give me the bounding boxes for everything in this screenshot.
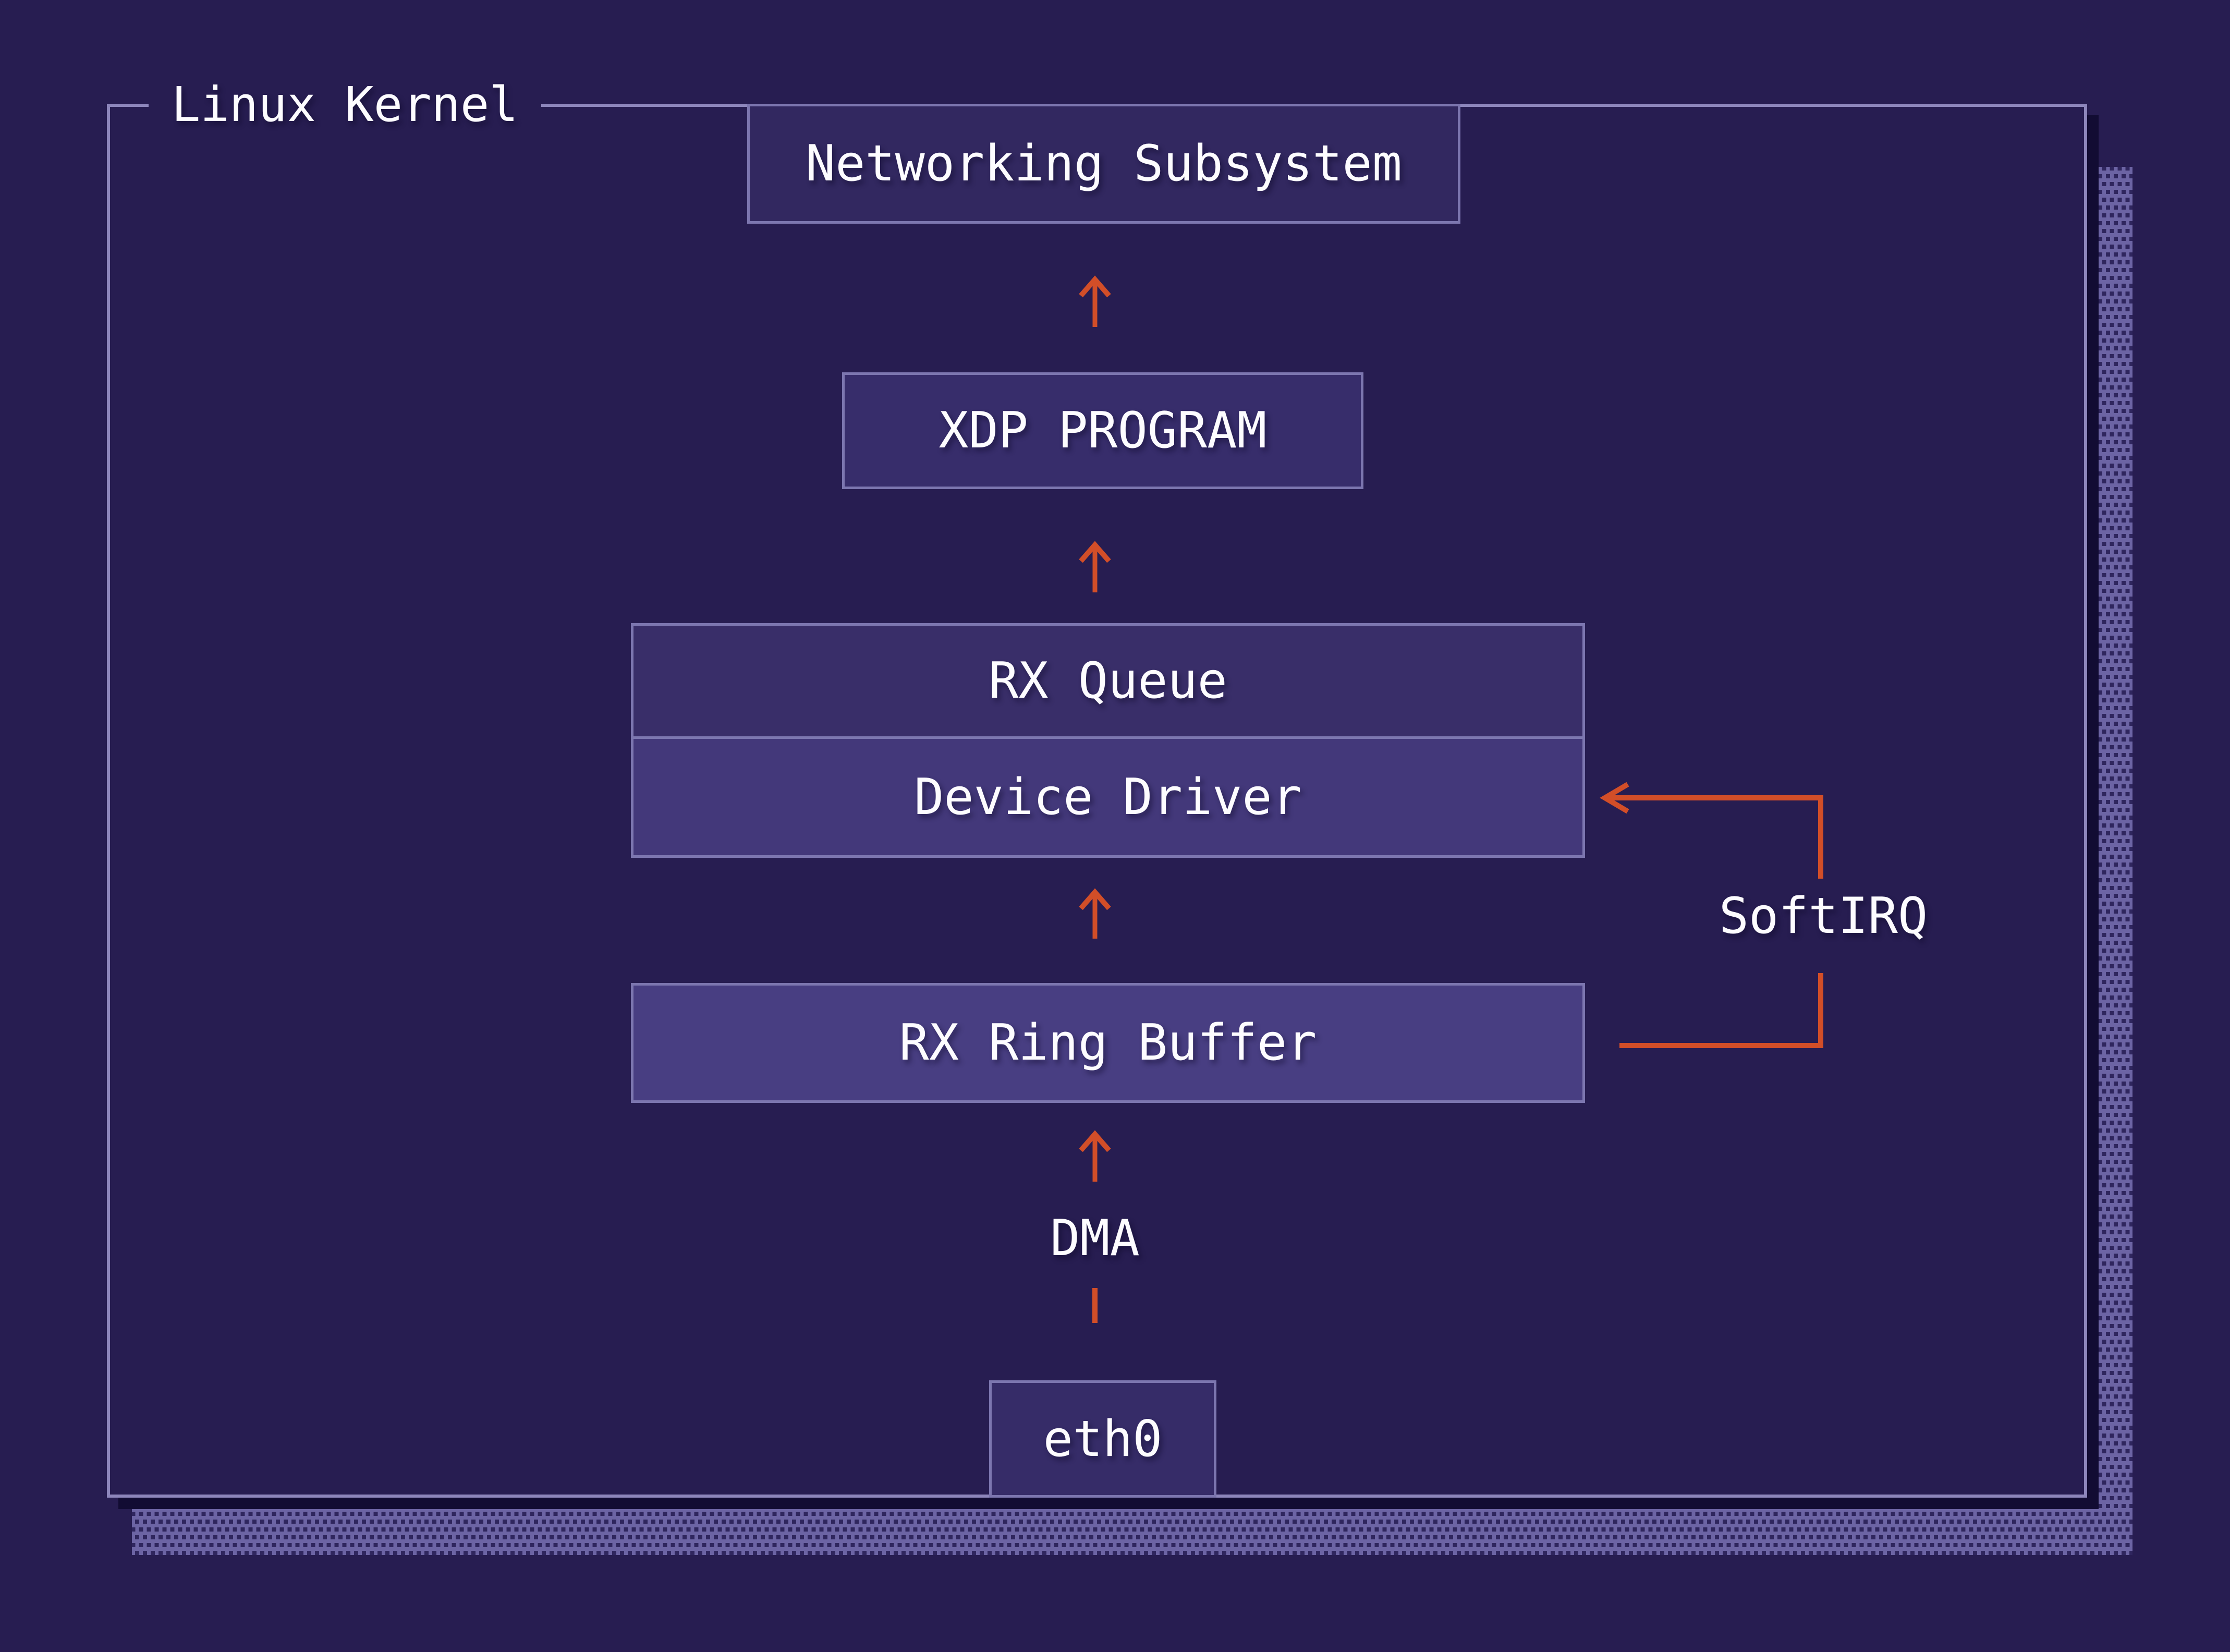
node-rx-queue-label: RX Queue — [989, 652, 1227, 710]
node-eth0-label: eth0 — [1043, 1410, 1163, 1468]
node-rx-queue-device-driver-group: RX Queue Device Driver — [631, 623, 1585, 858]
kernel-title: Linux Kernel — [149, 71, 541, 139]
node-xdp-label: XDP PROGRAM — [939, 402, 1267, 459]
node-rx-queue: RX Queue — [633, 626, 1582, 739]
node-networking-label: Networking Subsystem — [806, 135, 1402, 192]
node-networking-subsystem: Networking Subsystem — [747, 104, 1460, 224]
softirq-label: SoftIRQ — [1719, 888, 1928, 945]
node-xdp-program: XDP PROGRAM — [842, 372, 1363, 489]
node-rx-ring-buffer: RX Ring Buffer — [631, 983, 1585, 1103]
node-device-driver-label: Device Driver — [914, 768, 1302, 826]
dma-label: DMA — [1050, 1210, 1140, 1267]
node-eth0: eth0 — [989, 1380, 1216, 1498]
node-device-driver: Device Driver — [633, 739, 1582, 855]
node-rx-ring-buffer-label: RX Ring Buffer — [899, 1014, 1317, 1072]
